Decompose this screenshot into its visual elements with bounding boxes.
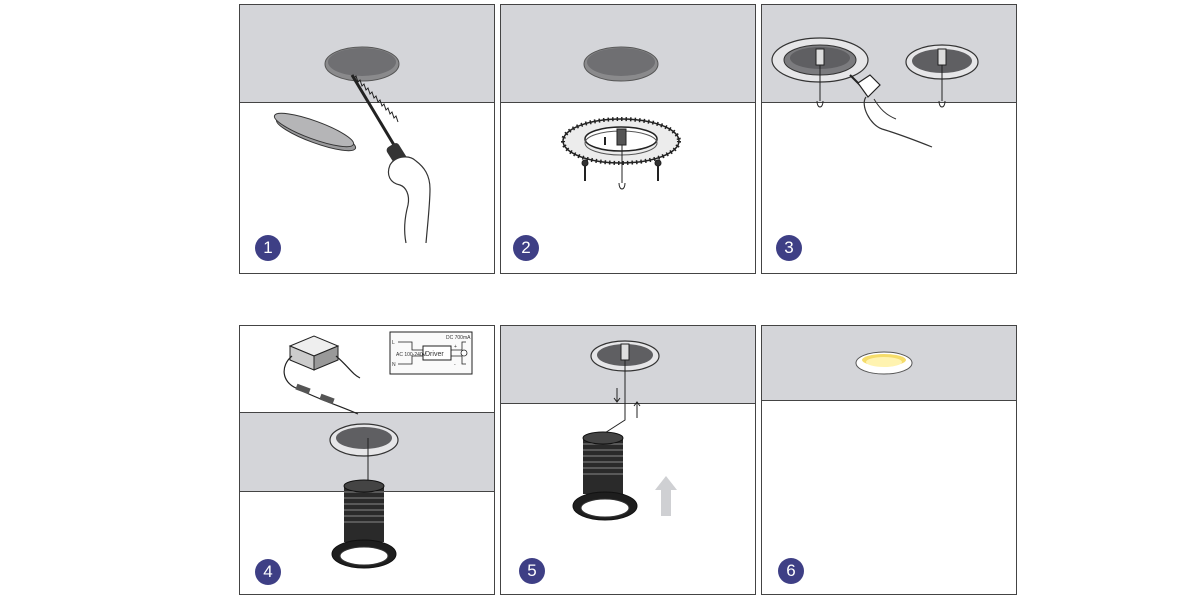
driver-box xyxy=(290,336,338,370)
insert-lamp-illustration xyxy=(501,326,756,595)
step-number-badge: 6 xyxy=(778,558,804,584)
mounting-ring-illustration xyxy=(501,5,756,274)
line-label: L xyxy=(392,340,395,346)
mounting-ring xyxy=(563,119,679,163)
lamp-module xyxy=(332,480,396,568)
step-6-panel: 6 xyxy=(761,325,1017,595)
step-4-panel: Driver L N AC 100-240V DC 700mA + - 4 xyxy=(239,325,495,595)
connector xyxy=(319,394,334,404)
cut-hole-illustration xyxy=(240,5,495,274)
installed-ring-right xyxy=(906,45,978,107)
step-1-panel: 1 xyxy=(239,4,495,274)
step-number-badge: 3 xyxy=(776,235,802,261)
input-voltage-label: AC 100-240V xyxy=(396,352,427,358)
connector xyxy=(295,384,310,394)
neutral-label: N xyxy=(392,362,396,368)
screwdriver-hand xyxy=(850,75,932,147)
step-number-badge: 5 xyxy=(519,558,545,584)
step-5-panel: 5 xyxy=(500,325,756,595)
up-arrow-icon xyxy=(655,476,677,516)
cutout-disc xyxy=(271,107,358,157)
lamp-module xyxy=(573,432,637,520)
wiring-diagram: Driver L N AC 100-240V DC 700mA + - xyxy=(390,332,472,374)
plus-label: + xyxy=(454,344,457,350)
output-current-label: DC 700mA xyxy=(446,335,471,341)
step-number-badge: 4 xyxy=(255,559,281,585)
driver-label: Driver xyxy=(425,351,444,358)
installed-ring-left xyxy=(772,38,868,107)
step-number-badge: 1 xyxy=(255,235,281,261)
installed-downlight xyxy=(856,352,912,374)
finished-light-illustration xyxy=(762,326,1017,595)
install-ring-illustration xyxy=(762,5,1017,274)
hand-outline xyxy=(388,157,430,243)
step-3-panel: 3 xyxy=(761,4,1017,274)
step-2-panel: 2 xyxy=(500,4,756,274)
step-number-badge: 2 xyxy=(513,235,539,261)
connect-driver-illustration: Driver L N AC 100-240V DC 700mA + - xyxy=(240,326,495,595)
